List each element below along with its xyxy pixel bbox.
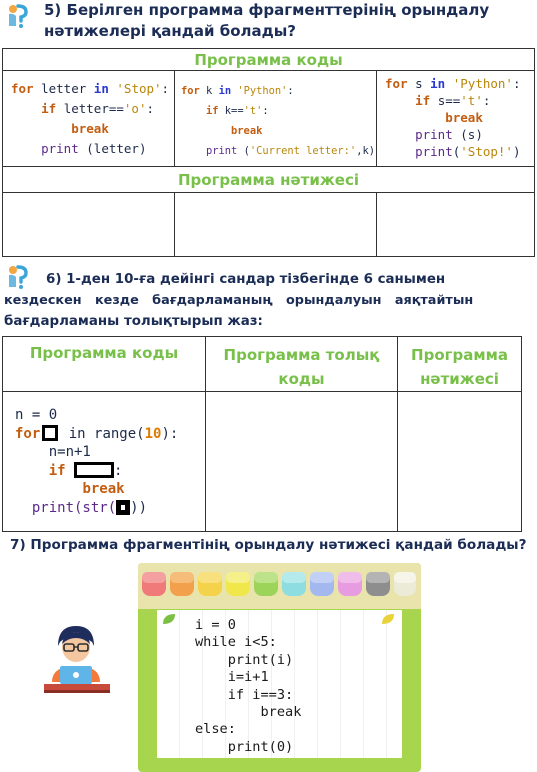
- q6-code-line-6: print(str()): [31, 499, 148, 516]
- question-7-title: 7) Программа фрагментінің орындалу нәтиж…: [10, 537, 527, 553]
- result-cell-1[interactable]: [2, 192, 175, 257]
- q7-code-line-5: if i==3:: [227, 686, 294, 703]
- code-3-line-4: print (s): [415, 127, 483, 142]
- code-1-line-3: break: [71, 121, 109, 136]
- question-5-title-line-1: 5) Берілген программа фрагменттерінің ор…: [44, 1, 490, 19]
- person-laptop-icon: [44, 626, 110, 693]
- q6-code-line-2: for in range(10):: [15, 424, 179, 442]
- code-1-line-2: if letter=='o':: [41, 101, 155, 116]
- program-result-header-label: Программа нәтижесі: [177, 171, 360, 189]
- result-cell-2[interactable]: [174, 192, 377, 257]
- q6-code-block: n = 0 for in range(10): n=n+1 if : break…: [15, 406, 205, 517]
- program-result-header: Программа нәтижесі: [2, 166, 535, 193]
- code-board: i = 0 while i<5: print(i) i=i+1 if i==3:…: [138, 563, 421, 772]
- q6-header-full-code: Программа толық коды: [205, 336, 398, 392]
- leaf-icon: [382, 614, 394, 624]
- blank-box-2[interactable]: [74, 461, 115, 478]
- code-2-line-3: break: [231, 125, 263, 137]
- q6-header-code: Программа коды: [2, 336, 206, 392]
- q7-code-line-4: i=i+1: [227, 669, 269, 686]
- q7-code-block: i = 0 while i<5: print(i) i=i+1 if i==3:…: [195, 617, 301, 756]
- question-5-title-line-2: нәтижелері қандай болады?: [44, 22, 297, 40]
- code-3-line-3: break: [445, 110, 483, 125]
- leaf-icon: [163, 614, 175, 624]
- code-3-line-2: if s=='t':: [415, 93, 491, 108]
- q6-code-line-1: n = 0: [15, 407, 58, 423]
- code-1-line-1: for letter in 'Stop':: [11, 81, 170, 96]
- q7-code-line-3: print(i): [227, 651, 294, 668]
- code-2-line-1: for k in 'Python':: [181, 85, 294, 97]
- question-mark-icon: [9, 265, 28, 289]
- question-5-title: 5) Берілген программа фрагменттерінің ор…: [44, 0, 489, 42]
- q6-header-full-code-line-2: коды: [278, 370, 325, 388]
- q6-code-cell: n = 0 for in range(10): n=n+1 if : break…: [2, 391, 206, 532]
- q7-code-line-7: else:: [195, 721, 236, 738]
- question-5-table: Программа коды for letter in 'Stop': if …: [2, 48, 535, 257]
- q6-result-cell[interactable]: [397, 391, 522, 532]
- code-block-2: for k in 'Python': if k=='t': break prin…: [181, 81, 376, 161]
- code-2-line-2: if k=='t':: [206, 105, 269, 117]
- board-paper: i = 0 while i<5: print(i) i=i+1 if i==3:…: [157, 610, 402, 758]
- code-1-line-4: print (letter): [41, 141, 147, 156]
- q6-code-line-4: if :: [48, 461, 123, 479]
- q6-header-result-line-2: нәтижесі: [420, 370, 499, 388]
- code-block-3: for s in 'Python': if s=='t': break prin…: [385, 75, 534, 160]
- q6-code-line-5: break: [82, 481, 125, 497]
- code-cell-1: for letter in 'Stop': if letter=='o': br…: [2, 70, 175, 167]
- code-3-line-1: for s in 'Python':: [385, 76, 521, 91]
- q6-full-code-cell[interactable]: [205, 391, 398, 532]
- q6-header-result-line-1: Программа: [411, 346, 508, 364]
- question-6-title-line-3: бағдарламаны толықтырып жаз:: [4, 314, 263, 329]
- question-6-title: 6) 1-ден 10-ға дейінгі сандар тізбегінде…: [4, 269, 535, 332]
- program-code-header-label: Программа коды: [194, 51, 343, 69]
- color-pencils: [142, 572, 417, 598]
- question-6-title-line-1: 6) 1-ден 10-ға дейінгі сандар тізбегінде…: [46, 272, 446, 287]
- q6-header-full-code-line-1: Программа толық: [223, 346, 380, 364]
- code-block-1: for letter in 'Stop': if letter=='o': br…: [11, 79, 174, 159]
- code-cell-2: for k in 'Python': if k=='t': break prin…: [174, 70, 377, 167]
- q7-code-line-1: i = 0: [195, 617, 236, 633]
- q6-header-result: Программа нәтижесі: [397, 336, 522, 392]
- q6-code-line-3: n=n+1: [48, 444, 91, 460]
- question-6-title-line-2: кездескен кезде бағдарламаның орындалуын…: [4, 293, 474, 308]
- code-2-line-4: print ('Current letter:',k): [206, 145, 375, 157]
- question-6-table: Программа коды Программа толық коды Прог…: [2, 336, 522, 532]
- question-mark-icon: [9, 4, 28, 28]
- q7-code-line-8: print(0): [227, 738, 294, 755]
- blank-box-1[interactable]: [42, 424, 59, 441]
- q6-header-code-label: Программа коды: [29, 344, 179, 362]
- blank-box-3[interactable]: [116, 499, 131, 515]
- result-cell-3[interactable]: [376, 192, 535, 257]
- code-3-line-5: print('Stop!'): [415, 144, 521, 159]
- q7-code-line-2: while i<5:: [195, 634, 277, 651]
- code-cell-3: for s in 'Python': if s=='t': break prin…: [376, 70, 535, 167]
- program-code-header: Программа коды: [2, 48, 535, 71]
- q7-code-line-6: break: [260, 704, 302, 721]
